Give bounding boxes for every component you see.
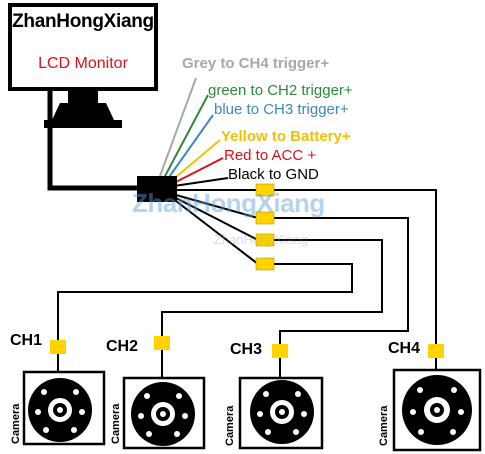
connector bbox=[50, 340, 66, 354]
monitor-stand bbox=[44, 91, 122, 128]
connector bbox=[272, 344, 288, 358]
camera-label-ch3: Camera bbox=[224, 405, 236, 446]
watermark-small: ZhanHongXiang bbox=[214, 232, 308, 247]
camera-label-ch1: Camera bbox=[10, 403, 22, 444]
camera-ch3 bbox=[238, 376, 324, 450]
monitor-brand: ZhanHongXiang bbox=[12, 11, 154, 32]
camera-ch1 bbox=[22, 370, 106, 446]
trigger-wires bbox=[159, 77, 229, 187]
connector bbox=[255, 233, 275, 247]
channel-label-ch4: CH4 bbox=[388, 340, 421, 357]
wire-label-red: Red to ACC + bbox=[224, 147, 317, 164]
lcd-monitor: ZhanHongXiang LCD Monitor bbox=[8, 3, 158, 91]
branch-wires bbox=[57, 189, 437, 344]
connector bbox=[255, 257, 275, 271]
connector bbox=[255, 183, 275, 197]
wire-connectors bbox=[50, 183, 444, 358]
wire-label-blue: blue to CH3 trigger+ bbox=[214, 101, 349, 118]
camera-label-ch4: Camera bbox=[378, 405, 390, 446]
connector bbox=[428, 344, 444, 358]
wire-label-yellow: Yellow to Battery+ bbox=[221, 128, 351, 145]
camera-ch4 bbox=[392, 368, 482, 452]
wire-label-black: Black to GND bbox=[228, 166, 319, 183]
connector bbox=[255, 211, 275, 225]
junction-box bbox=[137, 176, 177, 202]
channel-label-ch1: CH1 bbox=[10, 332, 43, 349]
monitor-cable bbox=[47, 91, 138, 191]
monitor-model: LCD Monitor bbox=[38, 55, 128, 72]
camera-label-ch2: Camera bbox=[110, 403, 122, 444]
wire-label-green: green to CH2 trigger+ bbox=[208, 82, 353, 99]
wire-label-grey: Grey to CH4 trigger+ bbox=[182, 55, 330, 72]
watermark: ZhanHongXiang bbox=[132, 188, 325, 218]
camera-feed-wires bbox=[57, 350, 437, 378]
connector bbox=[154, 336, 170, 350]
camera-ch2 bbox=[122, 376, 206, 450]
channel-label-ch2: CH2 bbox=[106, 338, 139, 355]
channel-label-ch3: CH3 bbox=[230, 341, 263, 358]
